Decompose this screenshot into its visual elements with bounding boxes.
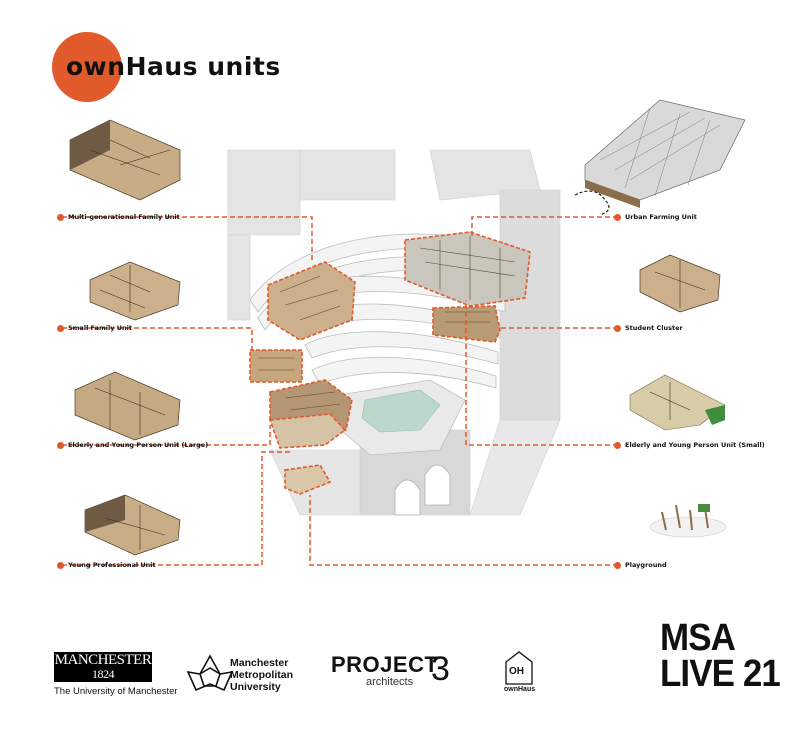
project3-logo-sub: architects <box>366 676 414 688</box>
unit-thumb-small-family <box>89 261 181 321</box>
bullet-dot <box>614 324 621 332</box>
title-circle <box>52 32 122 102</box>
msa-live-logo: MSA LIVE 21 <box>660 617 781 695</box>
mmu-logo-text: Manchester Metropolitan University <box>230 657 293 693</box>
ownhaus-mark: OH <box>509 666 524 677</box>
mmu-emblem-icon <box>186 654 234 692</box>
bullet-dot <box>57 441 64 449</box>
leader-lines <box>62 216 618 566</box>
label-small-family: Small Family Unit <box>57 324 132 332</box>
label-playground: Playground <box>614 561 667 569</box>
label-young-professional: Young Professional Unit <box>57 561 156 569</box>
bullet-dot <box>57 213 64 221</box>
ownhaus-house-icon <box>505 651 533 685</box>
uom-logo: MANCHESTER 1824 <box>54 652 152 682</box>
bullet-dot <box>614 213 621 221</box>
unit-thumb-elderly-small <box>629 374 726 431</box>
bullet-dot <box>614 441 621 449</box>
label-elderly-large: Elderly and Young Person Unit (Large) <box>57 441 208 449</box>
unit-thumb-multi-generational <box>69 119 181 201</box>
page-title: ownHaus units <box>66 52 281 81</box>
courtyard <box>334 379 466 456</box>
bullet-dot <box>57 561 64 569</box>
uom-subtitle: The University of Manchester <box>54 686 178 697</box>
bullet-dot <box>614 561 621 569</box>
label-multi-generational: Multi-generational Family Unit <box>57 213 180 221</box>
unit-thumb-young-professional <box>84 494 181 556</box>
unit-thumb-student-cluster <box>639 254 721 313</box>
uom-name: MANCHESTER <box>54 652 152 668</box>
unit-thumb-urban-farming <box>574 99 746 216</box>
ownhaus-logo-name: ownHaus <box>504 686 536 693</box>
label-elderly-small: Elderly and Young Person Unit (Small) <box>614 441 765 449</box>
label-student-cluster: Student Cluster <box>614 324 683 332</box>
arches <box>394 464 451 516</box>
unit-details <box>258 236 516 411</box>
uom-year: 1824 <box>92 667 115 681</box>
project3-logo-main: PROJECT <box>331 652 439 677</box>
unit-thumb-playground <box>649 504 727 538</box>
project3-logo-number: 3 <box>431 650 450 688</box>
bullet-dot <box>57 324 64 332</box>
title-block: ownHaus units <box>52 28 292 108</box>
unit-thumb-elderly-large <box>74 371 181 441</box>
label-urban-farming: Urban Farming Unit <box>614 213 697 221</box>
